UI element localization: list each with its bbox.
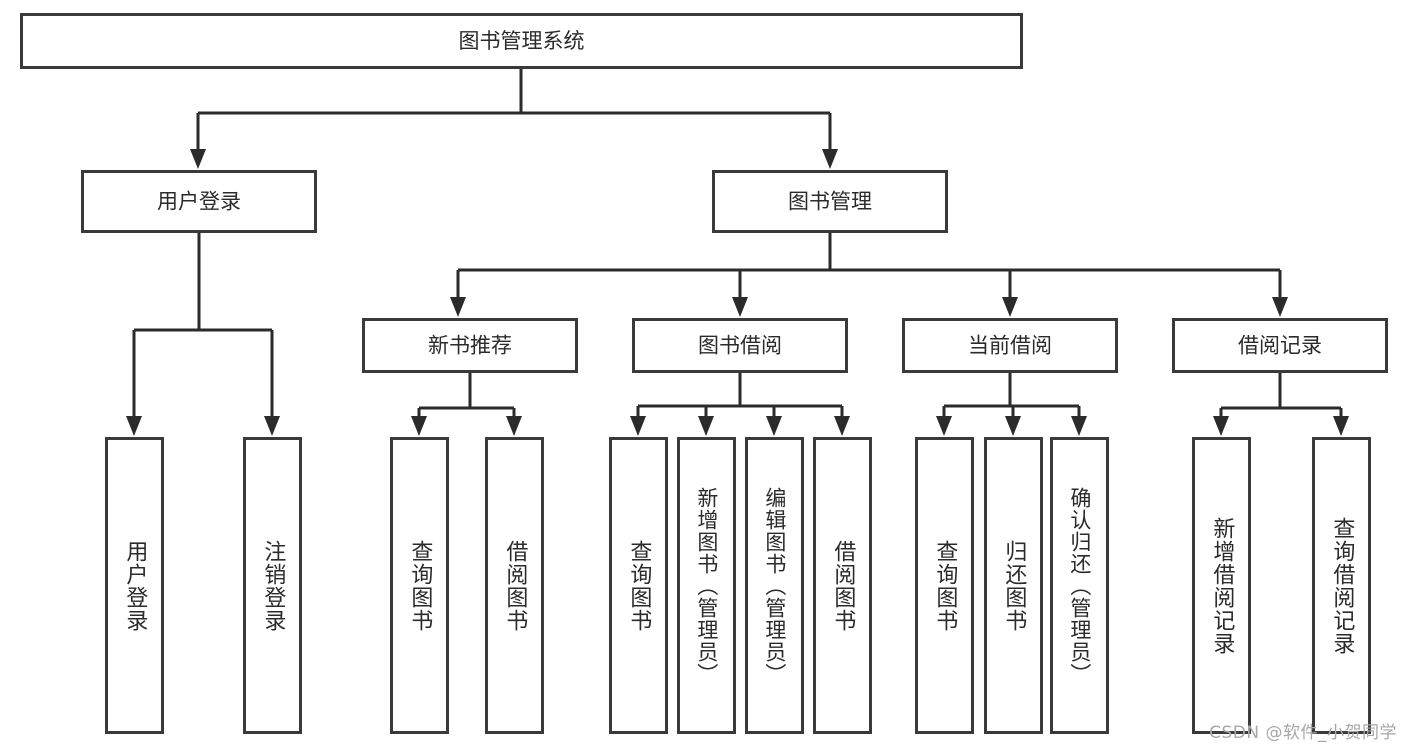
node-box[interactable] bbox=[632, 318, 848, 373]
arrow-head-icon bbox=[264, 416, 280, 436]
connector-edge-root-bus bbox=[190, 69, 838, 169]
node-label: 用户登录 bbox=[157, 190, 241, 214]
connectors-layer bbox=[126, 69, 1349, 436]
node-label: 图书借阅 bbox=[698, 334, 782, 358]
leaf-node-leaf-user-login[interactable] bbox=[105, 437, 164, 734]
watermark-label: CSDN @软件_小贺同学 bbox=[1209, 723, 1397, 743]
node-box[interactable] bbox=[745, 437, 804, 734]
node-box[interactable] bbox=[362, 318, 578, 373]
leaf-node-leaf-add-book[interactable] bbox=[677, 437, 736, 734]
leaf-node-leaf-query-book-current[interactable] bbox=[915, 437, 974, 734]
root-node-root[interactable]: 图书管理系统 bbox=[20, 13, 1023, 69]
node-box[interactable] bbox=[813, 437, 872, 734]
leaf-node-leaf-logout[interactable] bbox=[243, 437, 302, 734]
arrow-head-icon bbox=[506, 416, 522, 436]
node-box[interactable] bbox=[1172, 318, 1388, 373]
node-box[interactable] bbox=[677, 437, 736, 734]
arrow-head-icon bbox=[766, 416, 782, 436]
node-box[interactable] bbox=[1192, 437, 1251, 734]
node-box[interactable] bbox=[915, 437, 974, 734]
node-box[interactable] bbox=[105, 437, 164, 734]
arrow-head-icon bbox=[126, 416, 142, 436]
node-box[interactable] bbox=[1050, 437, 1109, 734]
leaf-node-leaf-edit-book[interactable] bbox=[745, 437, 804, 734]
level3-node-book-borrow[interactable]: 图书借阅 bbox=[632, 318, 848, 373]
connector-edge-recommend-bus bbox=[411, 373, 522, 436]
node-label: 图书管理系统 bbox=[459, 29, 585, 53]
node-label: 新书推荐 bbox=[428, 334, 512, 358]
arrow-head-icon bbox=[1005, 416, 1021, 436]
leaf-node-leaf-query-borrow-record[interactable] bbox=[1312, 437, 1371, 734]
node-box[interactable] bbox=[81, 170, 317, 233]
leaf-node-leaf-add-borrow-record[interactable] bbox=[1192, 437, 1251, 734]
connector-edge-bookmanage-bus bbox=[450, 233, 1288, 317]
node-box[interactable] bbox=[243, 437, 302, 734]
connector-edge-record-bus bbox=[1213, 373, 1349, 436]
arrow-head-icon bbox=[411, 416, 427, 436]
node-label: 借阅记录 bbox=[1238, 334, 1322, 358]
arrow-head-icon bbox=[1213, 416, 1229, 436]
level3-node-current-borrow[interactable]: 当前借阅 bbox=[902, 318, 1118, 373]
node-box[interactable] bbox=[712, 170, 948, 233]
node-box[interactable] bbox=[390, 437, 449, 734]
leaf-node-leaf-borrow-book[interactable] bbox=[813, 437, 872, 734]
connector-edge-current-bus bbox=[936, 373, 1087, 436]
arrow-head-icon bbox=[732, 297, 748, 317]
node-box[interactable] bbox=[1312, 437, 1371, 734]
connector-edge-userlogin-bus bbox=[126, 233, 280, 436]
node-box[interactable] bbox=[902, 318, 1118, 373]
arrow-head-icon bbox=[1071, 416, 1087, 436]
level3-node-new-book-recommend[interactable]: 新书推荐 bbox=[362, 318, 578, 373]
level2-node-user-login[interactable]: 用户登录 bbox=[81, 170, 317, 233]
node-box[interactable] bbox=[609, 437, 668, 734]
leaf-node-leaf-query-book-borrow[interactable] bbox=[609, 437, 668, 734]
arrow-head-icon bbox=[630, 416, 646, 436]
level2-node-book-manage[interactable]: 图书管理 bbox=[712, 170, 948, 233]
arrow-head-icon bbox=[450, 297, 466, 317]
node-box[interactable] bbox=[485, 437, 544, 734]
arrow-head-icon bbox=[1333, 416, 1349, 436]
arrow-head-icon bbox=[1272, 297, 1288, 317]
leaf-node-leaf-borrow-book-recommend[interactable] bbox=[485, 437, 544, 734]
node-box[interactable] bbox=[984, 437, 1043, 734]
node-box[interactable] bbox=[20, 13, 1023, 69]
leaf-node-leaf-confirm-return[interactable] bbox=[1050, 437, 1109, 734]
connector-edge-borrow-bus bbox=[630, 373, 850, 436]
level3-node-borrow-record[interactable]: 借阅记录 bbox=[1172, 318, 1388, 373]
node-label: 图书管理 bbox=[788, 190, 872, 214]
node-label: 当前借阅 bbox=[968, 334, 1052, 358]
leaf-node-leaf-return-book[interactable] bbox=[984, 437, 1043, 734]
arrow-head-icon bbox=[1002, 297, 1018, 317]
arrow-head-icon bbox=[822, 149, 838, 169]
arrow-head-icon bbox=[698, 416, 714, 436]
arrow-head-icon bbox=[936, 416, 952, 436]
arrow-head-icon bbox=[834, 416, 850, 436]
arrow-head-icon bbox=[190, 149, 206, 169]
leaf-node-leaf-query-book-recommend[interactable] bbox=[390, 437, 449, 734]
